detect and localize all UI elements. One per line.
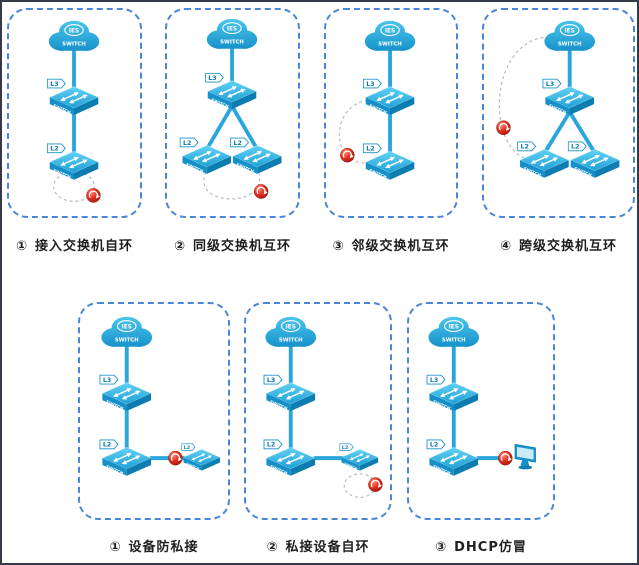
caption-number: ① bbox=[109, 540, 122, 555]
ies-cloud-icon bbox=[48, 20, 100, 52]
connection-line bbox=[204, 104, 234, 152]
caption-number: ② bbox=[173, 239, 186, 254]
connection-line bbox=[567, 110, 597, 156]
l2-switch-icon bbox=[568, 142, 619, 178]
loop-alert-icon bbox=[368, 478, 382, 492]
topology-diagram bbox=[484, 20, 633, 216]
panel-adjacent-switch-loop bbox=[324, 8, 458, 218]
caption-device-anti-private-connection: ① 设备防私接 bbox=[78, 536, 230, 555]
loop-dashed-path bbox=[338, 99, 368, 164]
caption-text: DHCP仿冒 bbox=[454, 540, 527, 555]
caption-number: ③ bbox=[435, 540, 448, 555]
l2-switch-icon bbox=[180, 138, 231, 174]
caption-text: 同级交换机互环 bbox=[193, 239, 292, 254]
topology-diagram bbox=[167, 18, 298, 200]
caption-number: ② bbox=[266, 540, 279, 555]
ies-cloud-icon bbox=[364, 20, 416, 52]
loop-alert-icon bbox=[496, 121, 510, 135]
ies-cloud-icon bbox=[100, 316, 153, 348]
ies-cloud-icon bbox=[264, 316, 317, 348]
caption-private-device-self-loop: ② 私接设备自环 bbox=[244, 536, 392, 555]
loop-dashed-path bbox=[498, 36, 544, 160]
pc-monitor-icon bbox=[514, 443, 536, 470]
topology-diagram bbox=[9, 20, 140, 216]
private-l2-switch-icon bbox=[182, 444, 220, 471]
topology-diagram bbox=[246, 316, 390, 498]
caption-number: ④ bbox=[499, 239, 512, 254]
topology-diagram bbox=[338, 20, 416, 216]
caption-text: 设备防私接 bbox=[128, 540, 199, 555]
loop-dashed-path bbox=[203, 171, 260, 200]
panel-private-device-self-loop bbox=[244, 302, 392, 520]
caption-text: 邻级交换机互环 bbox=[351, 239, 450, 254]
caption-dhcp-spoofing: ③ DHCP仿冒 bbox=[407, 536, 555, 555]
panel-peer-switch-loop bbox=[165, 8, 300, 218]
connection-line bbox=[230, 104, 260, 152]
caption-text: 跨级交换机互环 bbox=[519, 239, 618, 254]
panel-device-anti-private-connection bbox=[78, 302, 230, 520]
caption-number: ③ bbox=[332, 239, 345, 254]
block-alert-icon bbox=[168, 451, 182, 465]
private-l2-switch-icon bbox=[340, 444, 378, 471]
block-alert-icon bbox=[498, 451, 512, 465]
caption-number: ① bbox=[15, 239, 28, 254]
panel-access-switch-self-loop bbox=[7, 8, 142, 218]
loop-alert-icon bbox=[340, 148, 354, 162]
connection-line bbox=[542, 110, 572, 156]
caption-text: 接入交换机自环 bbox=[35, 239, 134, 254]
caption-text: 私接设备自环 bbox=[285, 540, 370, 555]
loop-alert-icon bbox=[86, 188, 100, 202]
panel-dhcp-spoofing bbox=[407, 302, 555, 520]
caption-peer-switch-loop: ② 同级交换机互环 bbox=[165, 235, 300, 254]
ies-cloud-icon bbox=[427, 316, 480, 348]
loop-alert-icon bbox=[254, 184, 268, 198]
panel-cross-level-switch-loop bbox=[482, 8, 635, 218]
ies-cloud-icon bbox=[206, 18, 258, 50]
caption-adjacent-switch-loop: ③ 邻级交换机互环 bbox=[324, 235, 458, 254]
topology-diagram bbox=[80, 316, 228, 518]
l2-switch-icon bbox=[518, 142, 569, 178]
topology-diagram bbox=[409, 316, 536, 518]
ies-cloud-icon bbox=[543, 20, 596, 52]
caption-cross-level-switch-loop: ④ 跨级交换机互环 bbox=[482, 235, 635, 254]
caption-access-switch-self-loop: ① 接入交换机自环 bbox=[7, 235, 142, 254]
